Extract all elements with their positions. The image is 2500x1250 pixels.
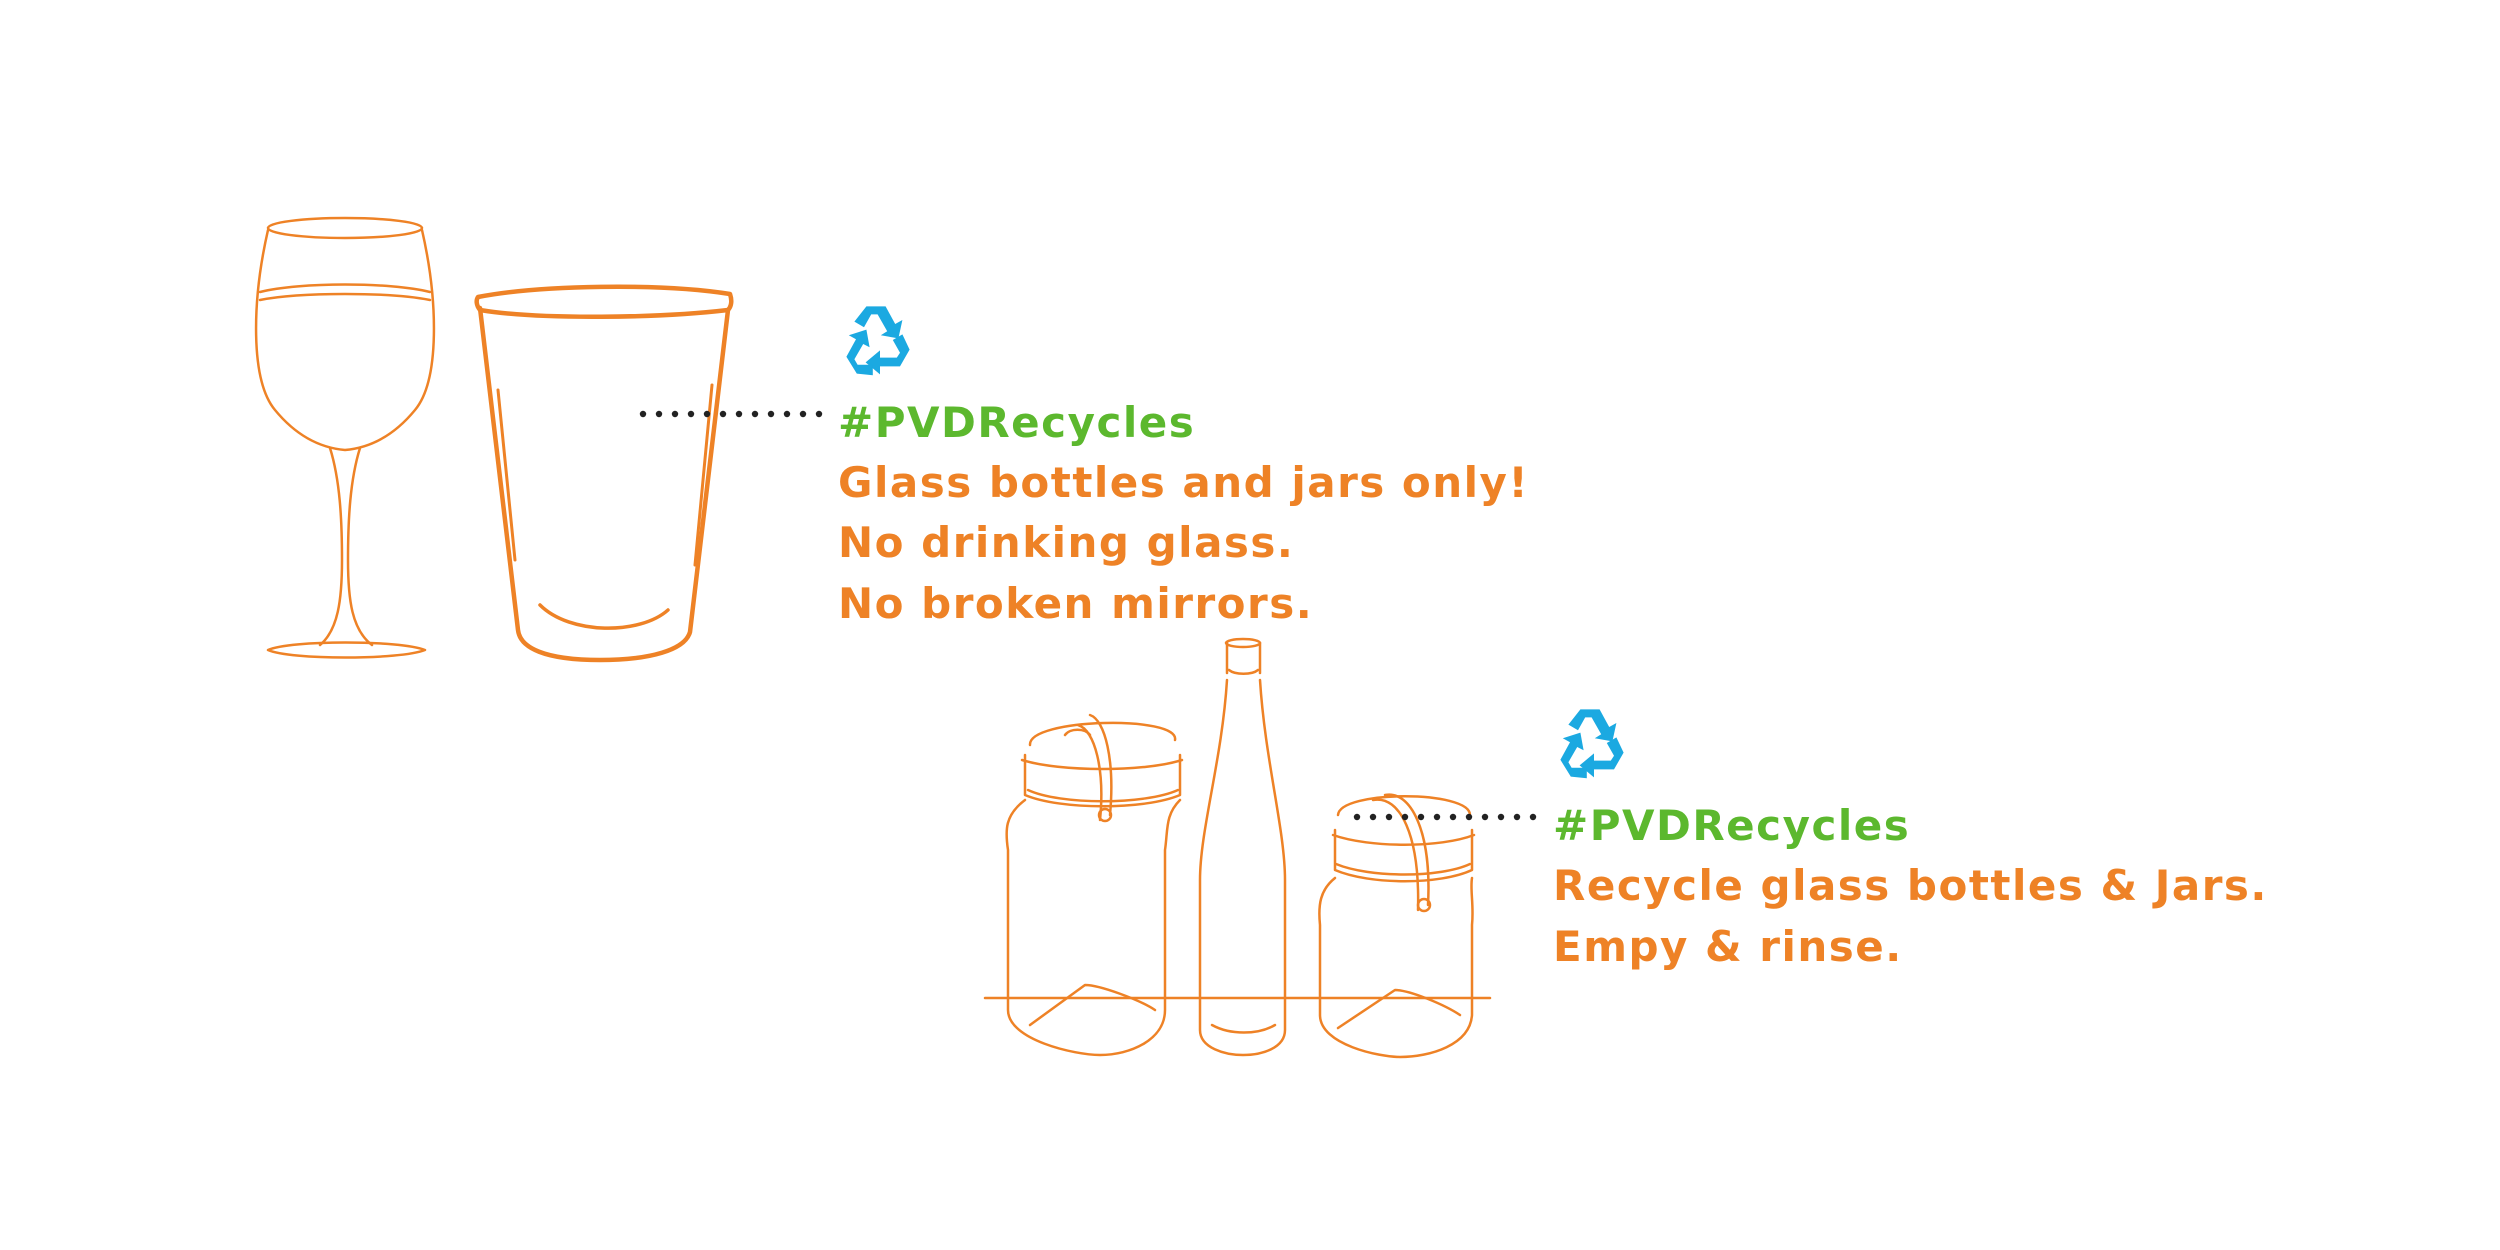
- leader-line-bottom: [1353, 813, 1537, 821]
- drinking-glass-drawing: [474, 284, 734, 663]
- hashtag-top: #PVDRecycles: [838, 398, 1196, 447]
- callout-top-line-2: No drinking glass.: [838, 518, 1295, 567]
- callout-top-line-1: Glass bottles and jars only!: [838, 458, 1530, 507]
- bottle-drawing: [1198, 637, 1287, 1057]
- recycle-icon: [1560, 709, 1624, 779]
- callout-bottom-line-1: Recycle glass bottles & Jars.: [1553, 861, 2268, 910]
- leader-line-top: [639, 410, 823, 418]
- hashtag-bottom: #PVDRecycles: [1553, 801, 1911, 850]
- mason-jar-right-drawing: [1318, 793, 1476, 1059]
- callout-bottom-line-2: Empy & rinse.: [1553, 922, 1903, 971]
- wine-glass-drawing: [254, 216, 436, 659]
- mason-jar-left-drawing: [1005, 713, 1184, 1057]
- leader-lines: [639, 410, 1537, 821]
- callout-top-line-3: No broken mirrors.: [838, 579, 1314, 628]
- recycle-icon: [846, 306, 910, 376]
